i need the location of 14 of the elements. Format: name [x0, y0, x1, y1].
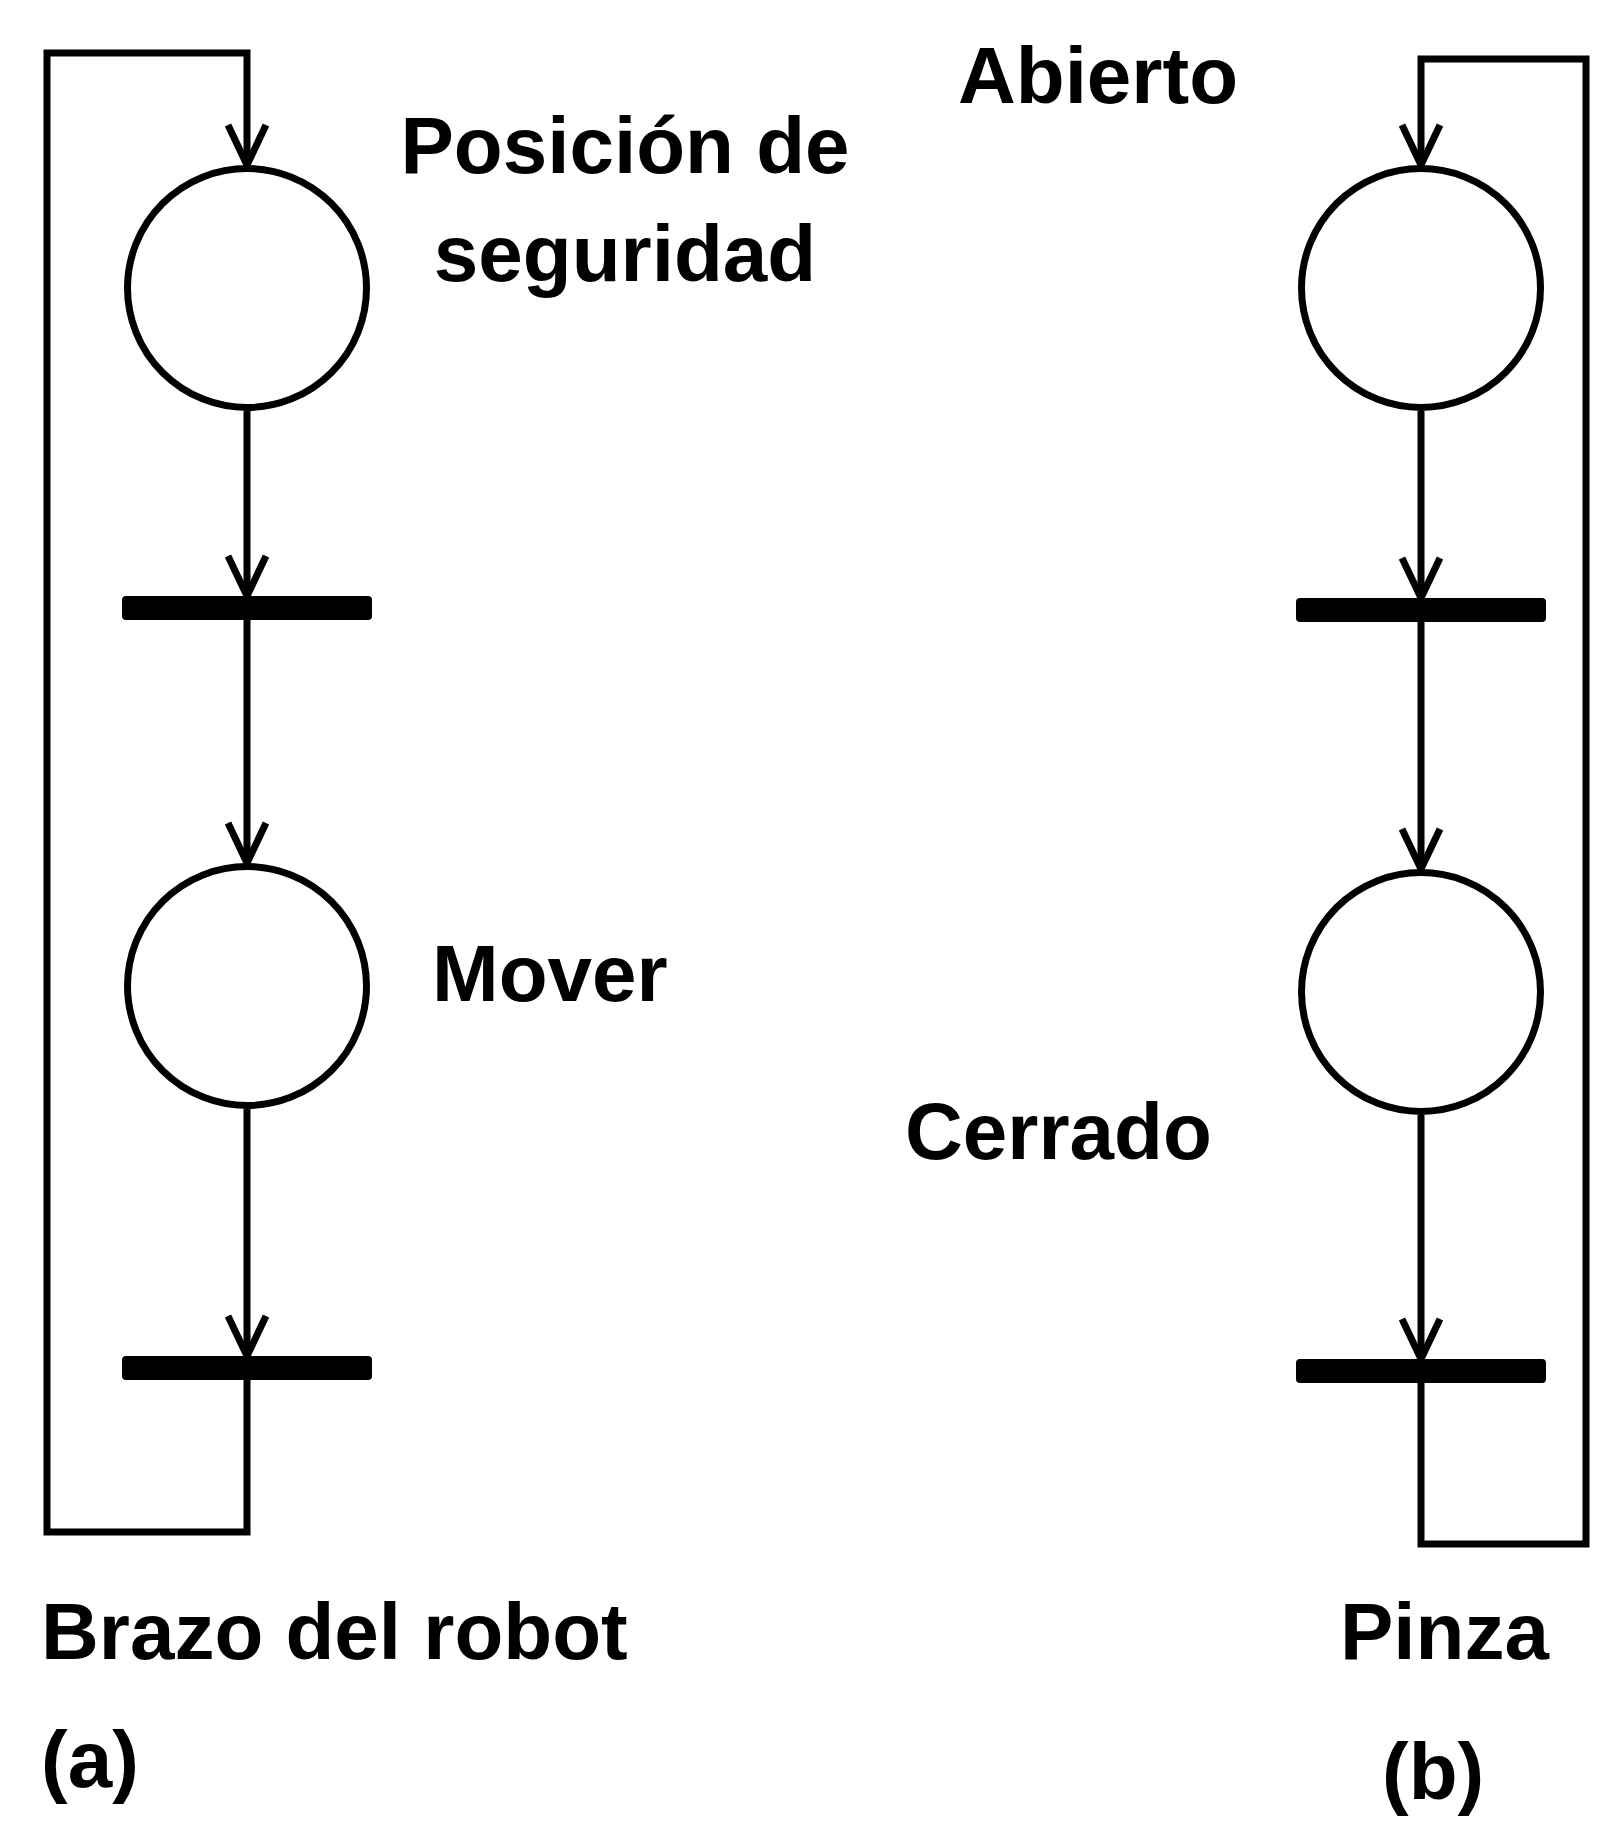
net-title: Pinza	[1340, 1586, 1549, 1678]
transition-bar	[122, 1356, 372, 1380]
panel-letter: (b)	[1382, 1726, 1485, 1818]
arc-arrow	[1398, 55, 1590, 1548]
net-title: Brazo del robot	[41, 1586, 628, 1678]
arc-arrow	[43, 49, 270, 1536]
place-label: Posición de seguridad	[399, 100, 851, 300]
transition-bar	[122, 596, 372, 620]
place-label: Cerrado	[905, 1086, 1212, 1178]
panel-letter: (a)	[41, 1714, 139, 1806]
place-label: Mover	[432, 928, 668, 1020]
place-label: Abierto	[958, 30, 1238, 122]
transition-bar	[1296, 1359, 1546, 1383]
transition-bar	[1296, 598, 1546, 622]
